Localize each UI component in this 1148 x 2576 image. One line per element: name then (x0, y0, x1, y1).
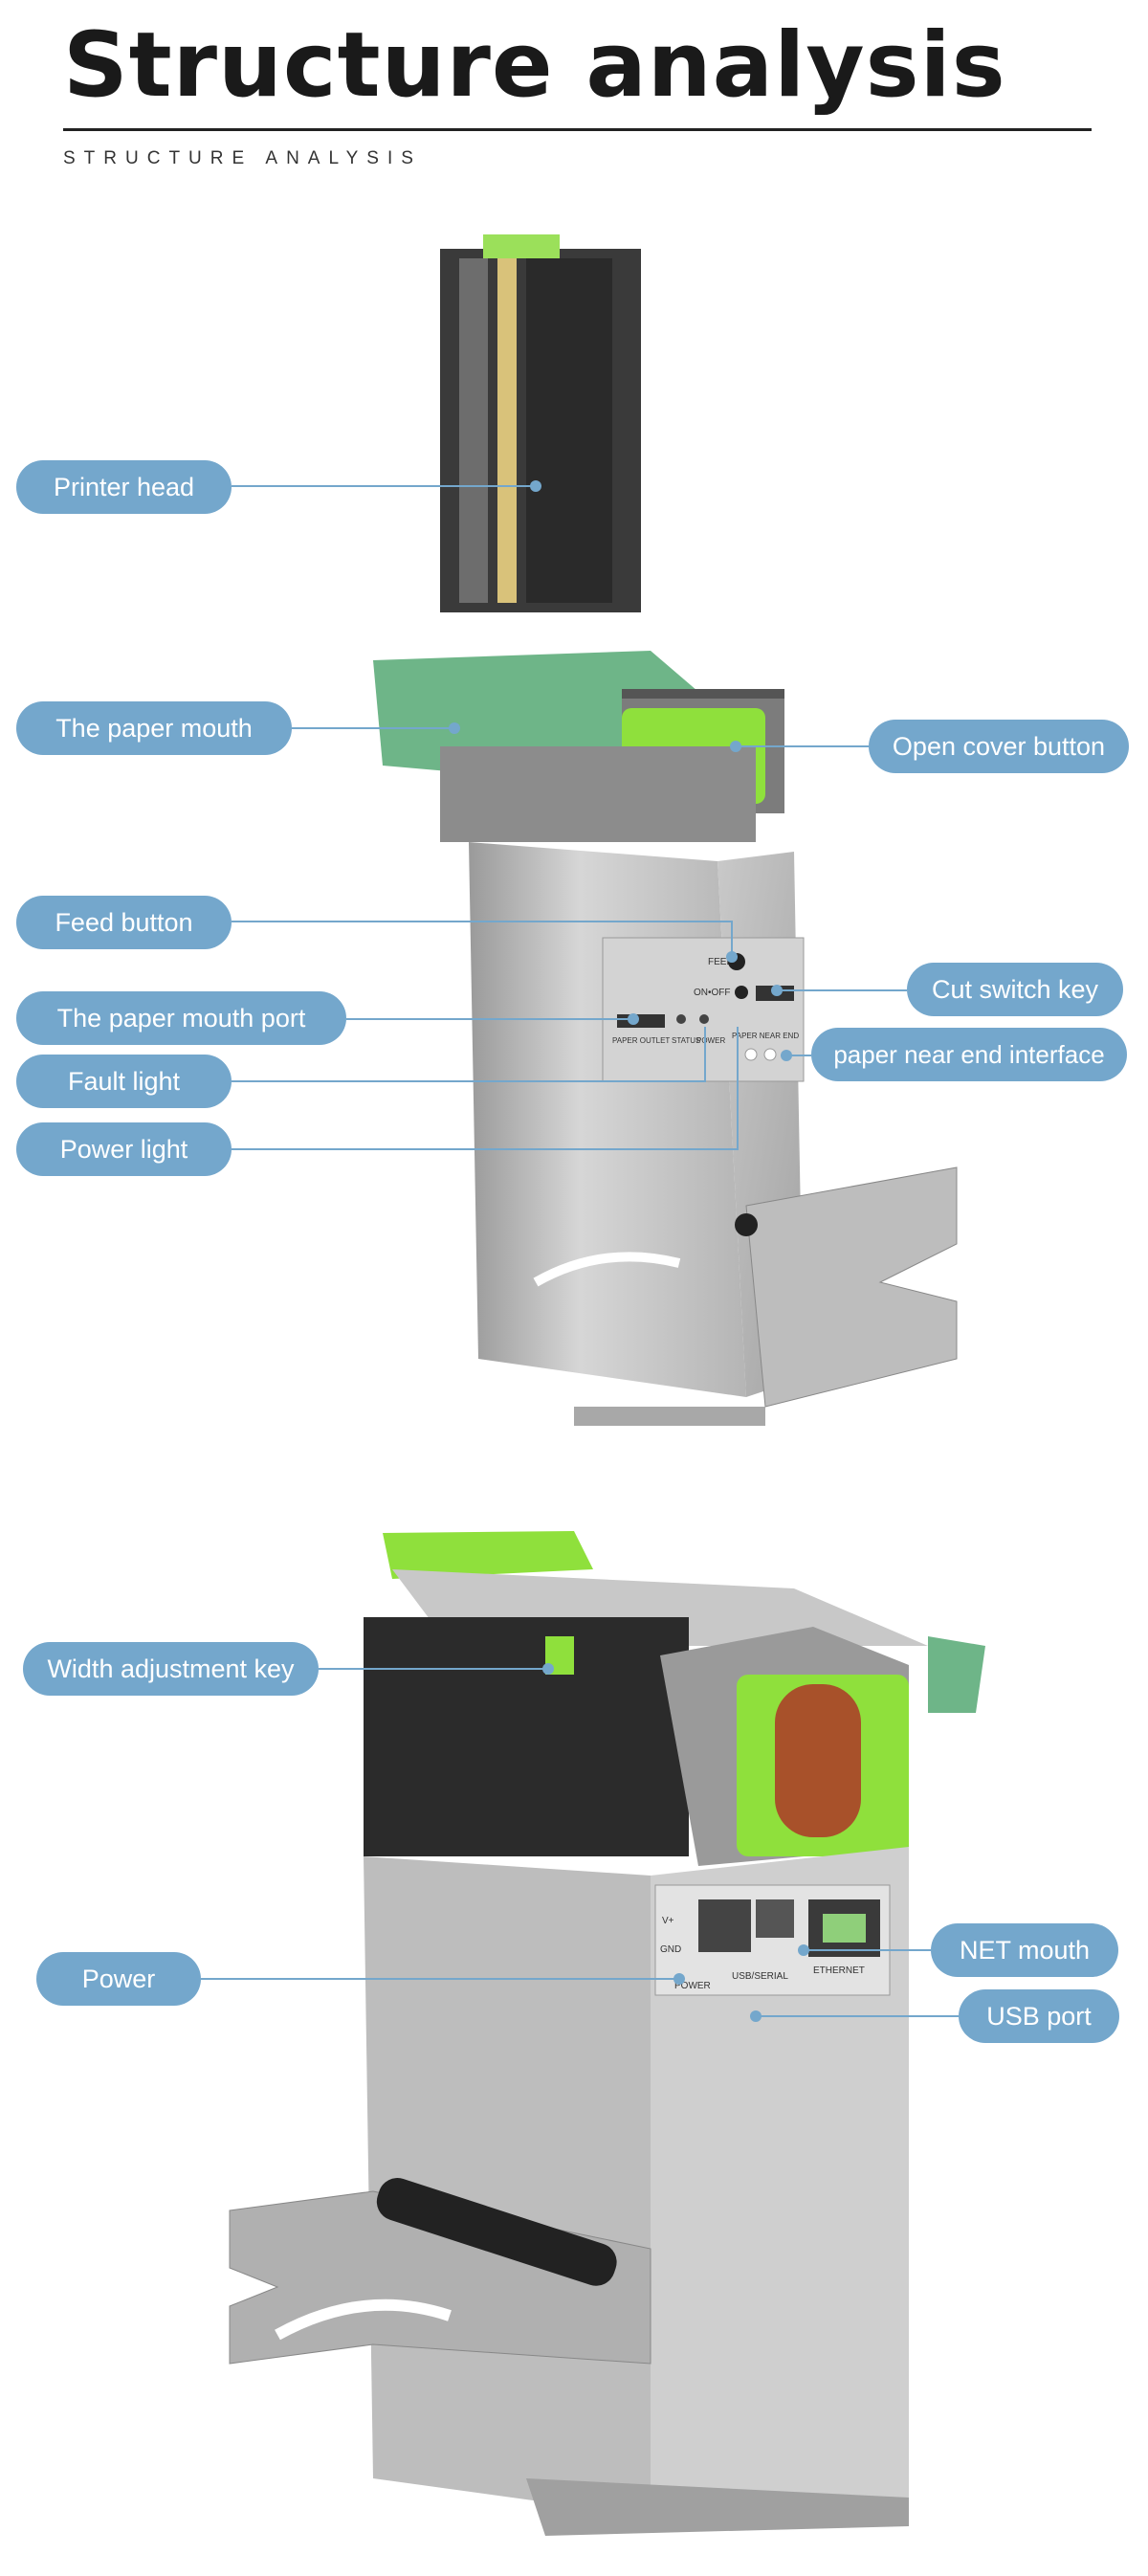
leader-paper-mouth-port (346, 1018, 633, 1020)
label-paper-near-end-interface: paper near end interface (811, 1028, 1127, 1081)
label-power-light: Power light (16, 1122, 232, 1176)
marker-paper-mouth (449, 722, 460, 734)
marker-printer-head (530, 480, 541, 492)
leader-fault-light (232, 1080, 706, 1082)
leader-cut-switch (777, 989, 907, 991)
page-title: Structure analysis (63, 13, 1006, 118)
page-subtitle: STRUCTURE ANALYSIS (63, 148, 422, 168)
leader-feed-button (232, 921, 733, 922)
printer-front-illustration: FEED ON•OFF PAPER OUTLET STATUS POWER PA… (373, 234, 958, 1426)
leader-width-adjustment (319, 1668, 548, 1670)
leader-paper-mouth (292, 727, 454, 729)
label-paper-mouth: The paper mouth (16, 701, 292, 755)
panel-text-paper-outlet: PAPER OUTLET (612, 1036, 670, 1045)
marker-paper-mouth-port (628, 1013, 639, 1025)
marker-width-adjustment (542, 1663, 554, 1675)
marker-cut-switch (771, 985, 783, 996)
panel-text-status: STATUS (672, 1036, 700, 1045)
port-text-ethernet: ETHERNET (813, 1965, 865, 1976)
leader-usb-port (756, 2015, 959, 2017)
marker-feed-button (726, 951, 738, 963)
leader-power (201, 1978, 679, 1980)
marker-open-cover (730, 741, 741, 752)
leader-paper-near-end (786, 1055, 811, 1056)
marker-net-mouth (798, 1944, 809, 1956)
leader-net-mouth (804, 1949, 931, 1951)
panel-text-paper-near-end: PAPER NEAR END (732, 1032, 799, 1040)
marker-paper-near-end (781, 1050, 792, 1061)
marker-power (673, 1973, 685, 1985)
leader-printer-head (232, 485, 536, 487)
label-width-adjustment-key: Width adjustment key (23, 1642, 319, 1696)
leader-feed-button-drop (731, 921, 733, 955)
port-text-v-plus: V+ (662, 1916, 674, 1926)
leader-fault-light-rise (704, 1027, 706, 1082)
label-printer-head: Printer head (16, 460, 232, 514)
label-net-mouth: NET mouth (931, 1923, 1118, 1977)
label-feed-button: Feed button (16, 896, 232, 949)
leader-power-light-rise (737, 1027, 739, 1150)
label-fault-light: Fault light (16, 1055, 232, 1108)
title-divider (63, 128, 1092, 131)
port-text-usb-serial: USB/SERIAL (732, 1971, 788, 1982)
label-open-cover-button: Open cover button (869, 720, 1129, 773)
panel-text-on-off: ON•OFF (694, 988, 731, 998)
label-power: Power (36, 1952, 201, 2006)
leader-open-cover (737, 745, 869, 747)
panel-text-power: POWER (696, 1036, 725, 1045)
leader-power-light (232, 1148, 739, 1150)
marker-usb-port (750, 2010, 762, 2022)
printer-rear-illustration: V+ GND POWER USB/SERIAL ETHERNET (229, 1531, 985, 2536)
label-paper-mouth-port: The paper mouth port (16, 991, 346, 1045)
port-text-power: POWER (674, 1981, 711, 1991)
label-usb-port: USB port (959, 1989, 1119, 2043)
label-cut-switch-key: Cut switch key (907, 963, 1123, 1016)
port-text-gnd: GND (660, 1944, 681, 1955)
panel-text-feed: FEED (708, 957, 734, 967)
